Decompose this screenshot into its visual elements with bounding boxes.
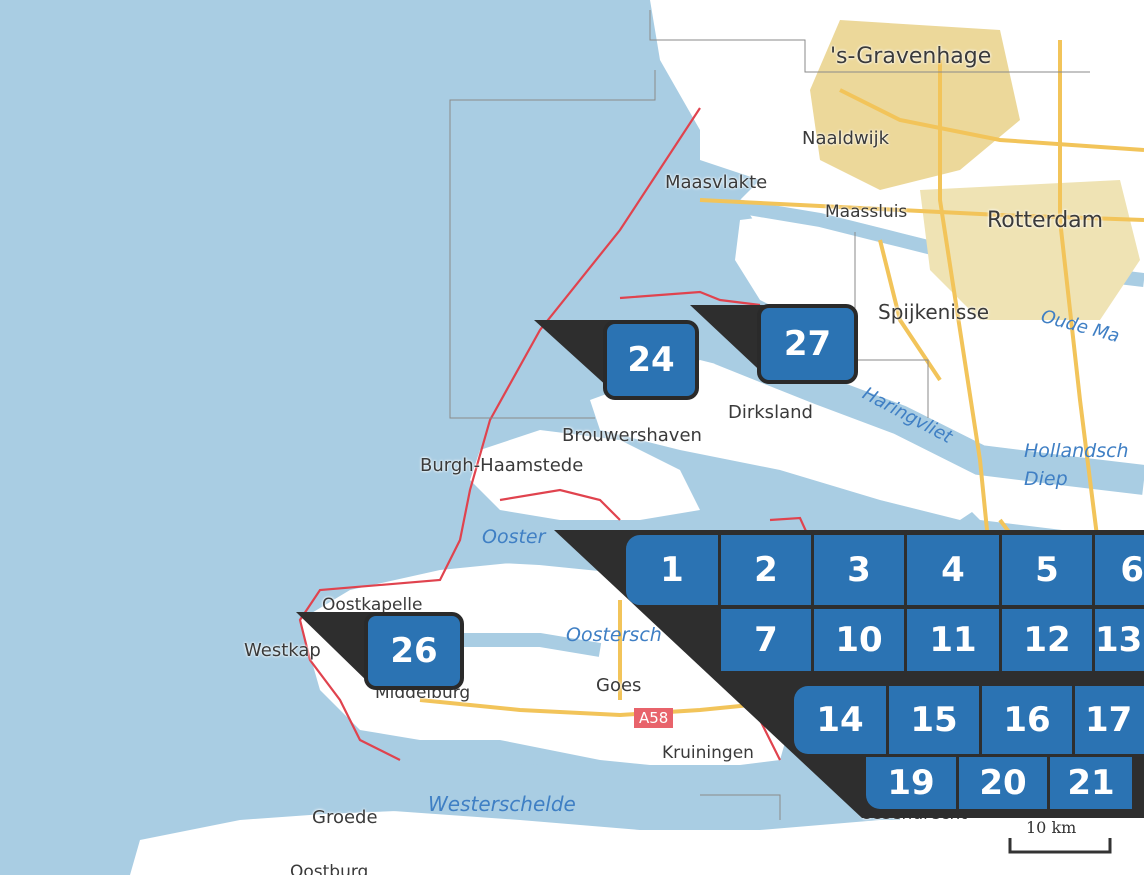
scale-bar-label: 10 km [1026, 818, 1077, 837]
area-cell-1[interactable]: 1 [626, 535, 718, 605]
place-rotterdam: Rotterdam [987, 208, 1104, 233]
area-cell-14[interactable]: 14 [794, 686, 886, 754]
area-cell-6[interactable]: 6 [1095, 535, 1144, 605]
area-cell-17[interactable]: 17 [1075, 686, 1144, 754]
area-badge-24[interactable]: 24 [603, 320, 699, 400]
water-westerschelde: Westerschelde [428, 792, 576, 816]
place-maasvlakte: Maasvlakte [665, 172, 768, 193]
place-burgh-haamstede: Burgh-Haamstede [420, 455, 584, 476]
place-gravenhage: 's-Gravenhage [830, 44, 992, 69]
voorne-putten [735, 210, 900, 330]
place-dirksland: Dirksland [728, 402, 813, 423]
inset-outlines [449, 10, 1090, 820]
area-cell-12[interactable]: 12 [1002, 609, 1092, 671]
place-goes: Goes [596, 675, 642, 696]
area-cell-19[interactable]: 19 [866, 757, 956, 809]
area-cell-4[interactable]: 4 [907, 535, 999, 605]
place-kruiningen: Kruiningen [662, 743, 754, 763]
area-cell-10[interactable]: 10 [814, 609, 904, 671]
area-cell-16[interactable]: 16 [982, 686, 1072, 754]
area-cell-21[interactable]: 21 [1050, 757, 1132, 809]
area-cell-20[interactable]: 20 [959, 757, 1047, 809]
westerschelde-water [298, 759, 880, 815]
place-oostkapelle: Oostkapelle [322, 595, 423, 615]
water-hollandsch-diep-1: Hollandsch [1024, 440, 1129, 462]
area-cell-11[interactable]: 11 [907, 609, 999, 671]
area-cell-2[interactable]: 2 [721, 535, 811, 605]
boundary-lines [298, 107, 812, 761]
place-maassluis: Maassluis [825, 202, 908, 222]
mainland-holland [650, 0, 1144, 540]
place-oostburg: Oostburg [290, 862, 369, 875]
place-westkapelle: Westkap [244, 640, 321, 661]
goeree-overflakkee [590, 360, 990, 520]
place-spijkenisse: Spijkenisse [878, 300, 990, 324]
scale-bar: 10 km [1008, 816, 1112, 856]
schouwen-duiveland [470, 430, 700, 520]
place-naaldwijk: Naaldwijk [802, 128, 890, 149]
water-oosterschelde-2: Oostersch [566, 624, 662, 646]
zeeuws-vlaanderen [130, 810, 1144, 875]
road-shield-a58: A58 [634, 708, 674, 728]
water-hollandsch-diep-2: Diep [1024, 468, 1068, 490]
area-cell-15[interactable]: 15 [889, 686, 979, 754]
urban-the-hague [810, 20, 1020, 190]
place-groede: Groede [312, 807, 378, 828]
area-cell-3[interactable]: 3 [814, 535, 904, 605]
scale-bar-line [1008, 838, 1112, 854]
area-badge-27[interactable]: 27 [757, 304, 858, 384]
area-cell-13[interactable]: 13 [1095, 609, 1144, 671]
water-oosterschelde-1: Ooster [482, 526, 546, 548]
area-cell-5[interactable]: 5 [1002, 535, 1092, 605]
place-brouwershaven: Brouwershaven [562, 425, 702, 446]
area-cell-7[interactable]: 7 [721, 609, 811, 671]
area-badge-26[interactable]: 26 [364, 612, 464, 690]
